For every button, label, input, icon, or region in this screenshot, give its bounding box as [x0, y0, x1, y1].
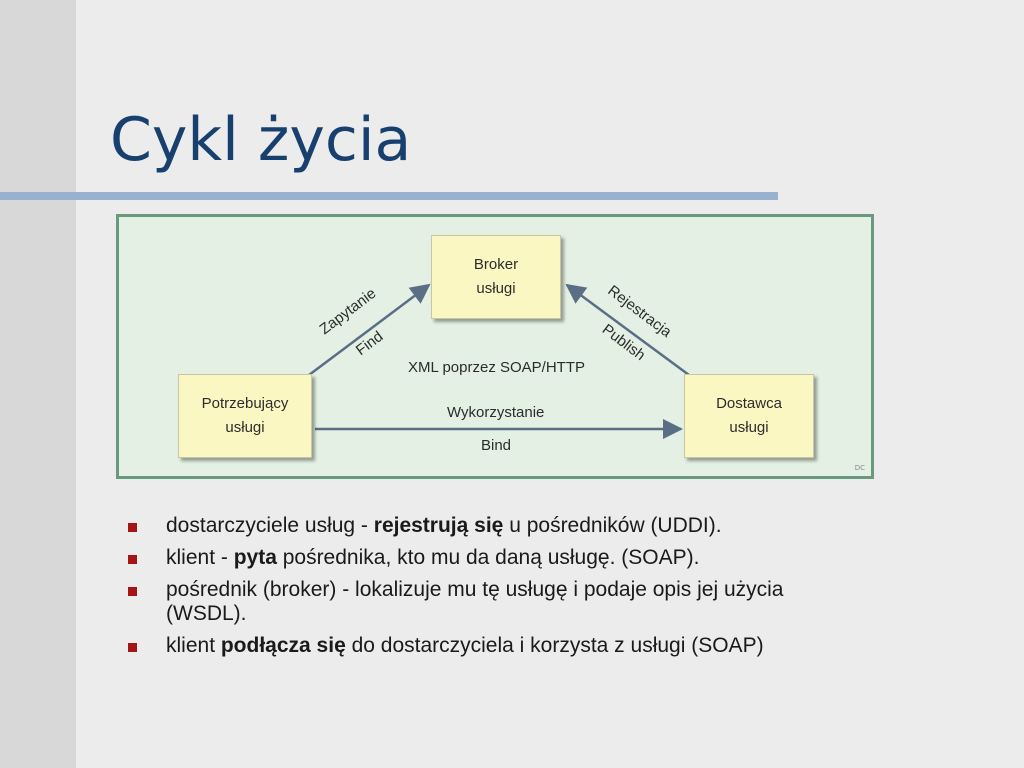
left-strip: [0, 0, 76, 768]
bullet-text: pośrednik (broker) - lokalizuje mu tę us…: [166, 578, 784, 625]
bullet-square-icon: [128, 587, 137, 596]
slide-title: Cykl życia: [110, 105, 412, 175]
bullet-bold: podłącza się: [220, 634, 346, 657]
publish-arrow: [565, 283, 690, 377]
provider-node-label: Dostawca usługi: [716, 395, 782, 436]
bullet-bold: rejestrują się: [373, 514, 504, 537]
consumer-node: Potrzebujący usługi: [178, 374, 312, 458]
bullet-square-icon: [128, 555, 137, 564]
bullet-text: do dostarczyciela i korzysta z usługi (S…: [345, 634, 764, 657]
title-rule: [0, 192, 778, 200]
bullet-text: pośrednika, kto mu da daną usługę. (SOAP…: [276, 546, 700, 569]
provider-node: Dostawca usługi: [684, 374, 814, 458]
broker-node: Broker usługi: [431, 235, 561, 319]
lifecycle-diagram: Broker usługi Potrzebujący usługi Dostaw…: [116, 214, 874, 479]
consumer-node-label: Potrzebujący usługi: [201, 395, 289, 436]
bullet-item: dostarczyciele usług - rejestrują się u …: [128, 514, 868, 538]
bullet-bold: pyta: [233, 546, 277, 569]
bind-label-pl: Wykorzystanie: [447, 404, 545, 421]
bullet-item: klient - pyta pośrednika, kto mu da daną…: [128, 546, 868, 570]
bullet-text: klient -: [166, 546, 234, 569]
bullet-item: pośrednik (broker) - lokalizuje mu tę us…: [128, 578, 868, 626]
bullet-square-icon: [128, 523, 137, 532]
bullet-text: klient: [166, 634, 221, 657]
bullet-text: u pośredników (UDDI).: [503, 514, 722, 537]
diagram-watermark: DC: [854, 464, 865, 472]
bullet-list: dostarczyciele usług - rejestrują się u …: [128, 514, 868, 666]
broker-node-label: Broker usługi: [473, 256, 519, 297]
bullet-square-icon: [128, 643, 137, 652]
diagram-arrows: [308, 283, 690, 439]
protocol-label: XML poprzez SOAP/HTTP: [408, 359, 585, 376]
find-arrow: [308, 283, 431, 376]
bind-label-en: Bind: [481, 437, 512, 454]
bullet-text: dostarczyciele usług -: [166, 514, 374, 537]
bullet-item: klient podłącza się do dostarczyciela i …: [128, 634, 868, 658]
